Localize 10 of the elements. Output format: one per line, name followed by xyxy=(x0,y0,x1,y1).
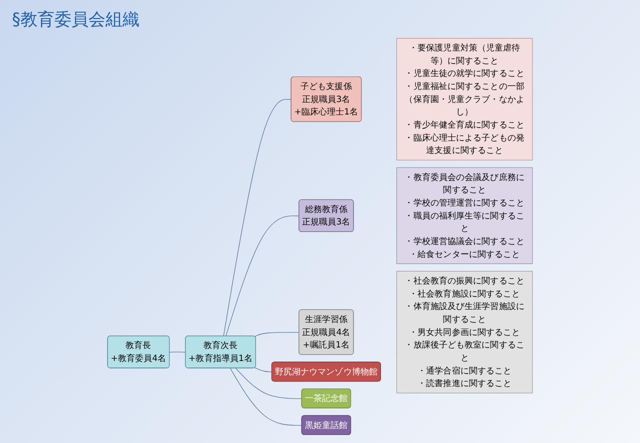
diagram-title: §教育委員会組織 xyxy=(12,9,140,31)
node-box: ・教育委員会の会議及び庶務に関すること ・学校の管理運営に関すること ・職員の福利厚生等に関すること ・学校運営協議会に関すること ・給食センターに関すること xyxy=(396,167,533,264)
connector xyxy=(254,332,300,337)
connector xyxy=(235,368,302,399)
connector xyxy=(254,367,272,372)
node-box: ・社会教育の振興に関すること ・社会教育施設に関すること ・体育施設及び生涯学習施設に関すること ・男女共同参画に関すること ・放課後子ども教室に関すること ・通学合宿に関すること ・読書推進に関すること xyxy=(396,270,533,394)
node-box: ・要保護児童対策（児童虐待等）に関すること ・児童生徒の就学に関すること ・児童福祉に関することの一部（保育園・児童クラブ・なかよし） ・青少年健全育成に関すること ・臨床心理士による子どもの発達支援に関すること xyxy=(396,38,533,160)
connector xyxy=(230,368,302,426)
connector xyxy=(223,99,292,336)
connector xyxy=(226,216,300,336)
